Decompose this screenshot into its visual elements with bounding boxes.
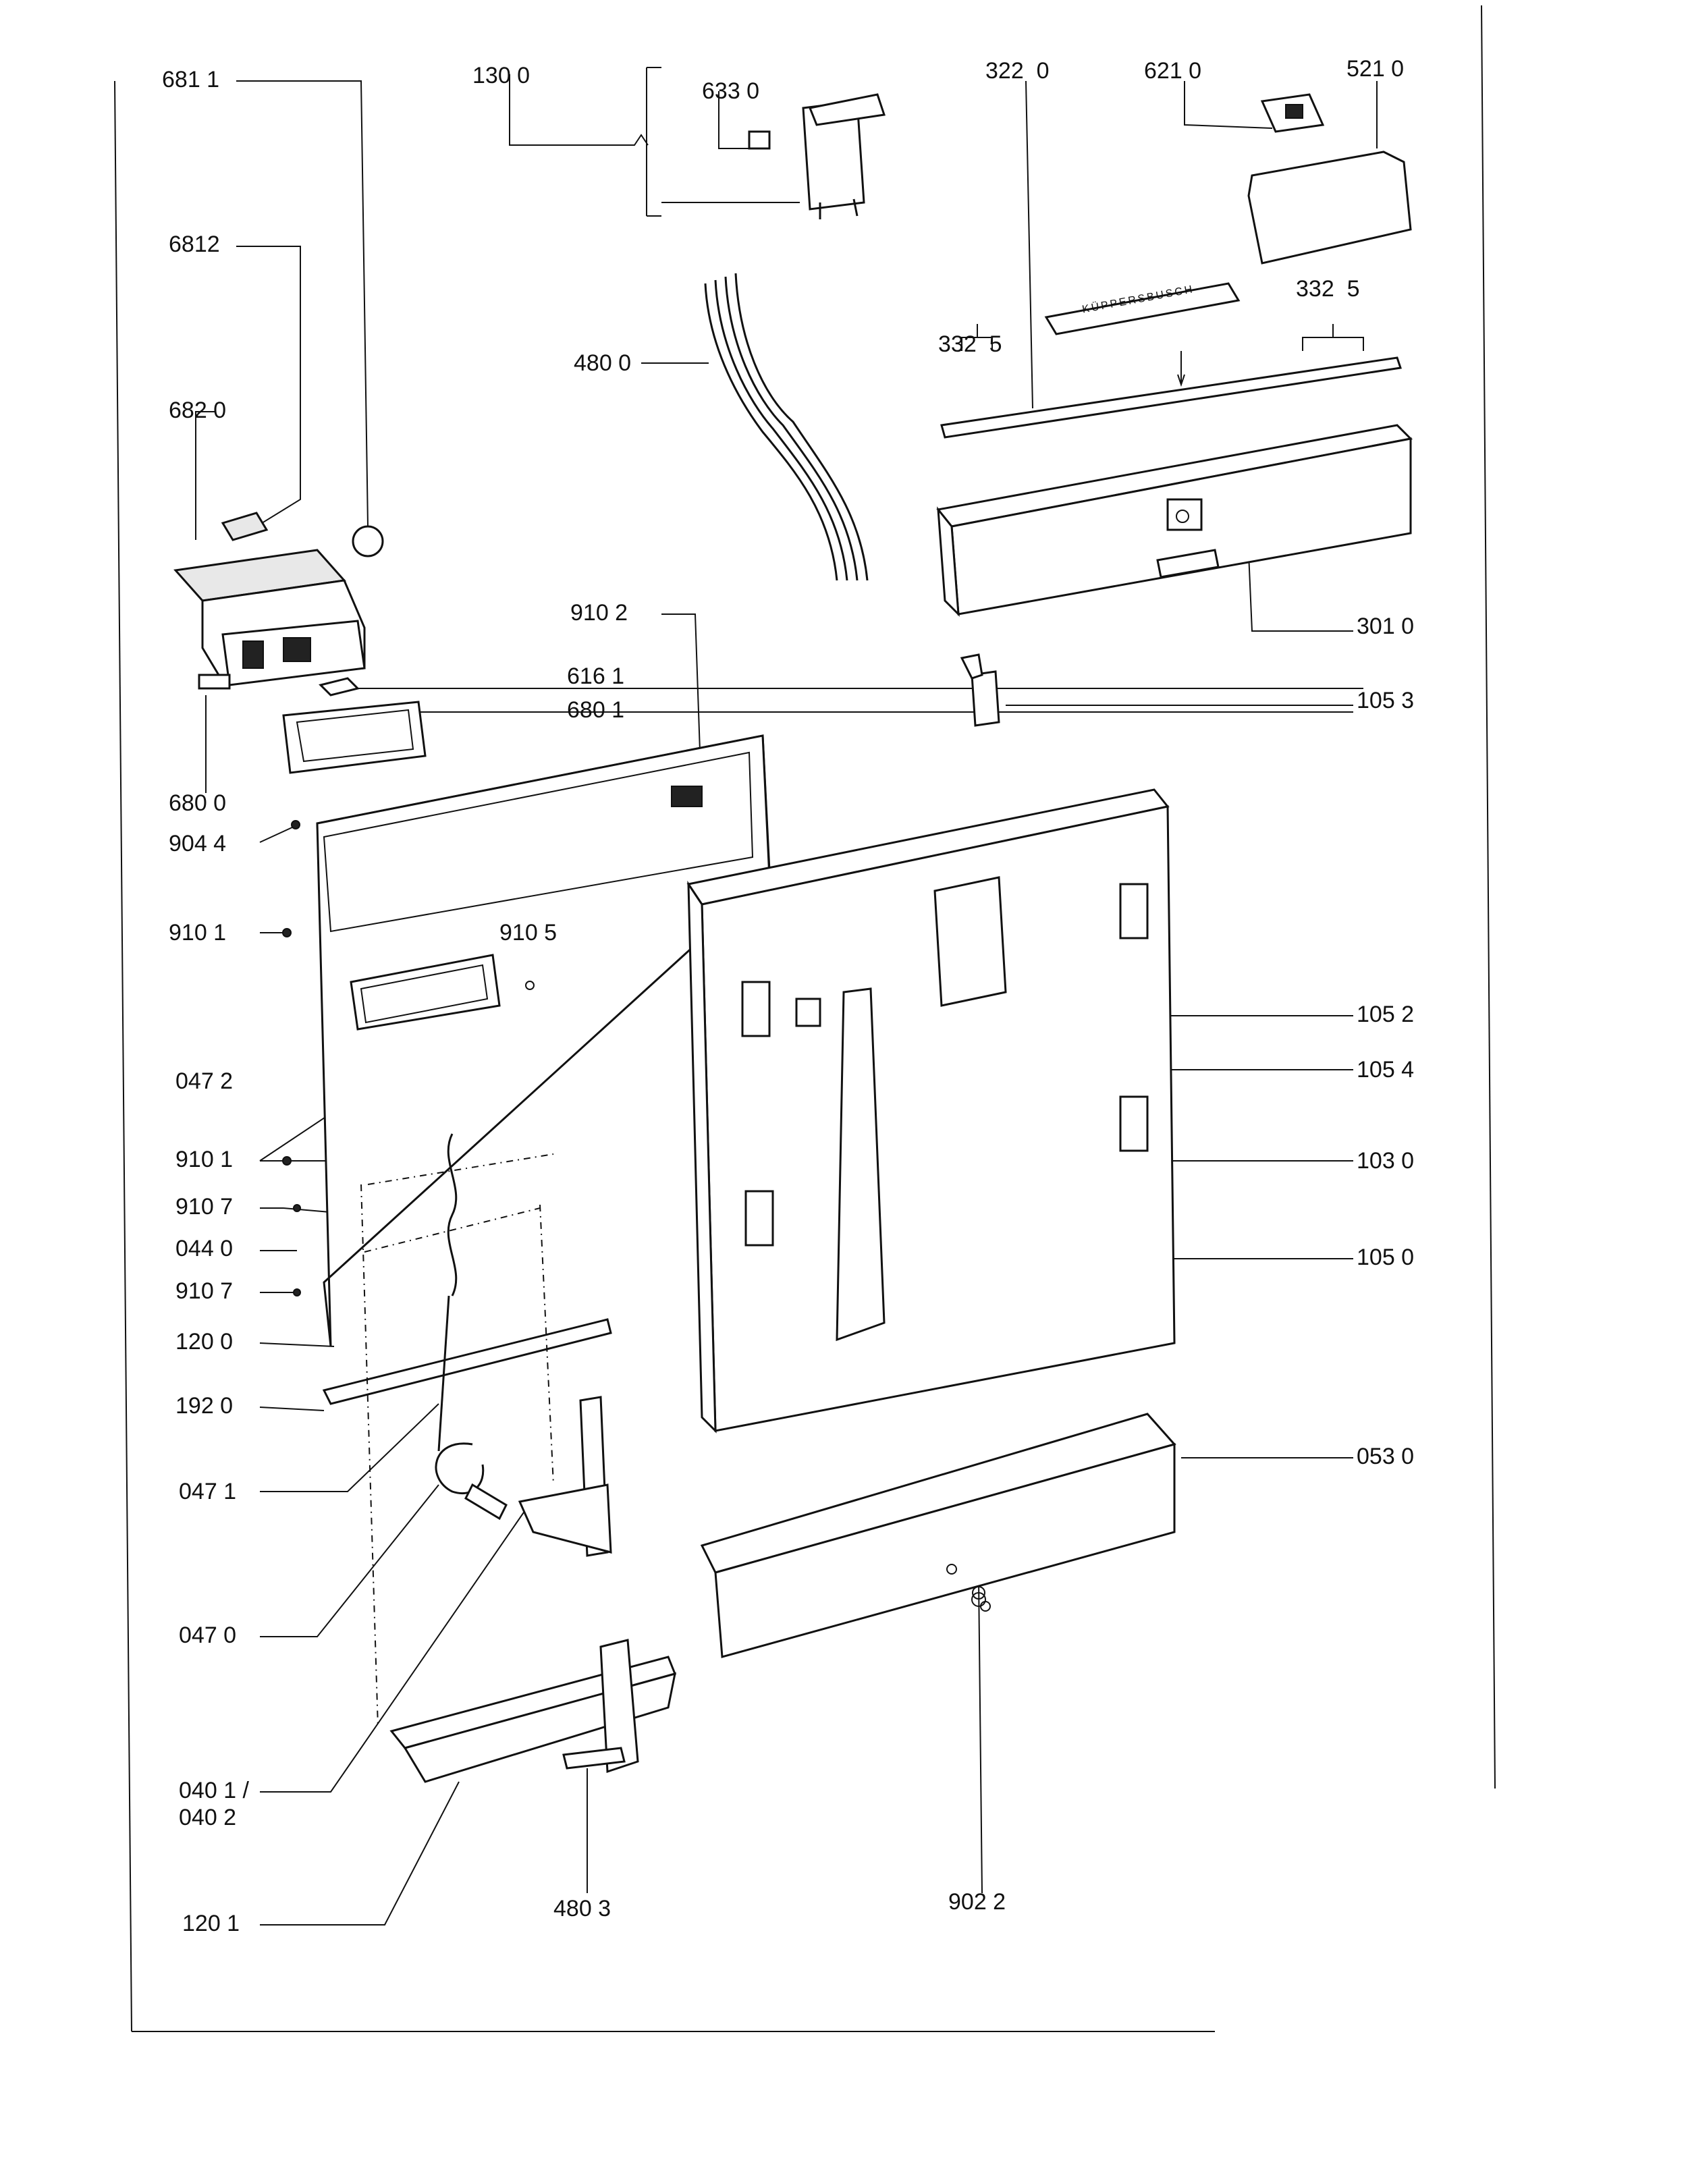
label-3220: 322 0 (985, 58, 1050, 84)
label-9101-a: 910 1 (169, 920, 227, 946)
part-1030-door-panel (686, 788, 1176, 1434)
part-0530-kick-plate (700, 1413, 1176, 1658)
label-5210: 521 0 (1347, 56, 1405, 82)
label-6812: 6812 (169, 231, 220, 257)
center-lines (360, 1153, 554, 1728)
screw-markers (282, 820, 535, 1296)
label-0471: 047 1 (179, 1479, 237, 1504)
label-9022: 902 2 (948, 1889, 1006, 1915)
label-6811: 681 1 (162, 67, 220, 92)
label-1030: 103 0 (1357, 1148, 1415, 1174)
part-0470-hinge (435, 1442, 508, 1521)
part-5210-control-module (1247, 93, 1412, 265)
label-1201: 120 1 (182, 1911, 240, 1936)
label-4803: 480 3 (553, 1896, 611, 1921)
label-6820: 682 0 (169, 398, 227, 423)
frame-lines (114, 5, 1496, 2032)
brand-plate (1044, 282, 1241, 335)
part-1920-strip (322, 1318, 612, 1405)
part-1300-lock-assembly (748, 93, 886, 219)
label-1052: 105 2 (1357, 1002, 1415, 1027)
label-9102: 910 2 (570, 600, 628, 626)
label-0472: 047 2 (175, 1068, 234, 1094)
label-9101-b: 910 1 (175, 1147, 234, 1172)
label-0440: 044 0 (175, 1236, 234, 1261)
label-6800: 680 0 (169, 790, 227, 816)
label-6330: 633 0 (702, 78, 760, 104)
label-3325-a: 332 5 (938, 331, 1002, 357)
label-0401: 040 1 / (179, 1778, 249, 1803)
part-3010-control-panel (936, 424, 1413, 617)
part-1200-inner-door (316, 734, 771, 1347)
label-1200: 120 0 (175, 1329, 234, 1355)
part-6161 (319, 677, 360, 697)
label-6161: 616 1 (567, 663, 625, 689)
label-0402: 040 2 (179, 1805, 237, 1830)
label-1920: 192 0 (175, 1393, 234, 1419)
label-3010: 301 0 (1357, 613, 1415, 639)
label-0470: 047 0 (179, 1622, 237, 1648)
part-6811-plug (352, 525, 384, 557)
label-1054: 105 4 (1357, 1057, 1415, 1083)
label-9105: 910 5 (499, 920, 558, 946)
part-1053-bracket (960, 653, 1000, 727)
label-0530: 053 0 (1357, 1444, 1415, 1469)
label-1050: 105 0 (1357, 1245, 1415, 1270)
part-6801-gasket (282, 701, 427, 774)
part-6800-dispenser (173, 549, 366, 690)
part-9022-screw (972, 1586, 991, 1612)
label-3325-b: 332 5 (1296, 276, 1360, 302)
label-9107-b: 910 7 (175, 1278, 234, 1304)
label-9044: 904 4 (169, 831, 227, 856)
part-0471-spring (437, 1133, 458, 1452)
label-1300: 130 0 (472, 63, 531, 88)
label-9107-a: 910 7 (175, 1194, 234, 1220)
part-4800-wiring-harness (704, 273, 869, 581)
part-4803-clip (562, 1639, 639, 1774)
part-3220-rail (940, 356, 1402, 439)
part-6812-clip (221, 512, 269, 541)
label-6801: 680 1 (567, 697, 625, 723)
label-1053: 105 3 (1357, 688, 1415, 713)
label-4800: 480 0 (574, 350, 632, 376)
part-0401-hinge-bracket (518, 1396, 612, 1557)
label-6210: 621 0 (1144, 58, 1202, 84)
